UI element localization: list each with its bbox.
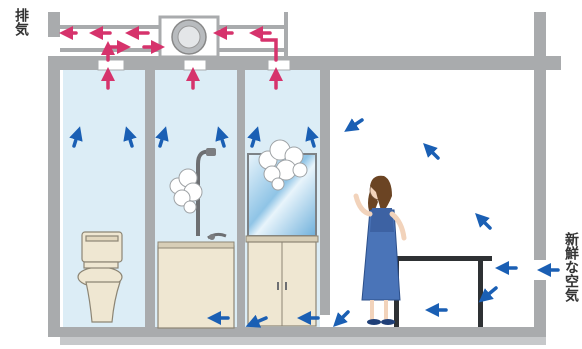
table-icon	[392, 256, 492, 327]
fresh-air-text: 新鮮な空気	[563, 232, 578, 302]
ventilation-fan-icon	[160, 17, 218, 57]
washroom-cabinet	[158, 242, 234, 328]
exhaust-text: 排気	[13, 8, 28, 36]
exhaust-label: 排気	[13, 8, 43, 36]
fresh-air-label: 新鮮な空気	[563, 232, 582, 302]
